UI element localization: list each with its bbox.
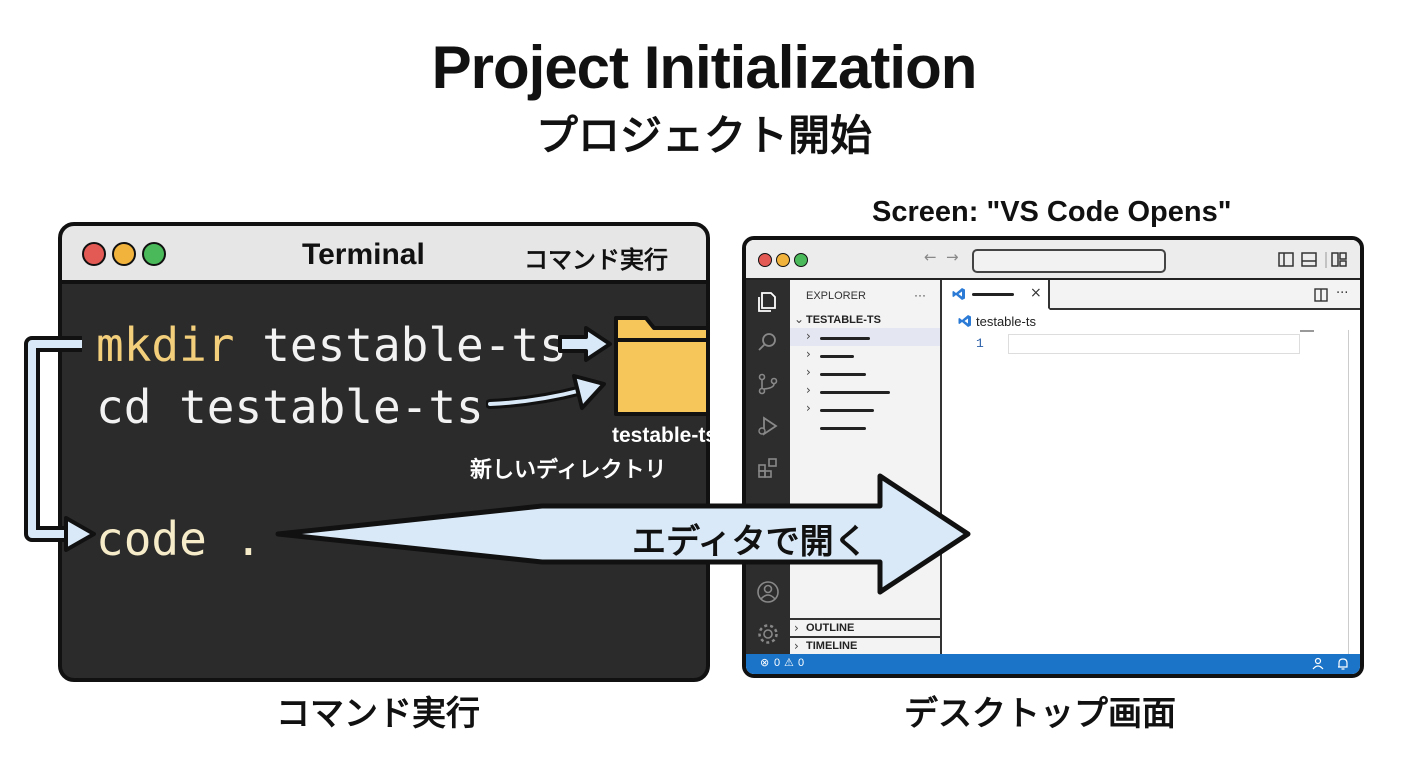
timeline-section[interactable]: TIMELINE: [806, 640, 858, 652]
vscode-window: ← →: [742, 236, 1364, 678]
command-keyword: code: [96, 512, 207, 566]
folder-description: 新しいディレクトリ: [470, 458, 667, 483]
activity-bar: [746, 280, 790, 654]
command-argument: testable-ts: [179, 380, 484, 434]
split-editor-icon[interactable]: [1314, 288, 1328, 302]
page-title: Project Initialization: [431, 34, 978, 101]
explorer-sidebar: EXPLORER ··· ⌄ TESTABLE-TS › › › › › › O…: [790, 280, 942, 654]
loop-arrow-icon: [24, 336, 96, 552]
chevron-right-icon[interactable]: ›: [806, 329, 811, 343]
accounts-share-icon[interactable]: [1312, 657, 1326, 671]
vscode-titlebar: ← →: [746, 240, 1360, 280]
explorer-files-icon[interactable]: [756, 290, 780, 314]
line-number: 1: [976, 336, 984, 351]
terminal-title-jp: コマンド実行: [524, 246, 668, 274]
outline-section[interactable]: OUTLINE: [806, 622, 855, 634]
terminal-caption: コマンド実行: [276, 694, 480, 734]
terminal-title: Terminal: [302, 238, 425, 271]
chevron-right-icon[interactable]: ›: [806, 383, 811, 397]
close-dot-icon[interactable]: [758, 253, 772, 267]
tree-item[interactable]: [820, 373, 866, 376]
minimap-line: [1300, 330, 1314, 332]
command-keyword: mkdir: [96, 318, 235, 372]
explorer-more-icon[interactable]: ···: [914, 288, 926, 302]
folder-label: testable-ts: [612, 424, 718, 447]
editor-tab[interactable]: ×: [942, 280, 1050, 310]
maximize-dot-icon[interactable]: [142, 242, 166, 266]
error-icon[interactable]: ⊗: [760, 656, 770, 669]
more-actions-icon[interactable]: ···: [1336, 286, 1349, 301]
open-editor-arrow-icon: [275, 473, 971, 595]
minimize-dot-icon[interactable]: [776, 253, 790, 267]
extensions-icon[interactable]: [756, 456, 780, 480]
close-dot-icon[interactable]: [82, 242, 106, 266]
bell-icon[interactable]: [1336, 657, 1350, 671]
explorer-label: EXPLORER: [806, 290, 866, 302]
forward-arrow-icon[interactable]: →: [946, 248, 959, 266]
scrollbar[interactable]: [1348, 330, 1360, 654]
current-line-highlight[interactable]: [1008, 334, 1300, 354]
folder-icon: [614, 316, 710, 416]
vscode-logo-icon: [952, 288, 965, 300]
command-line-code: code .: [96, 516, 262, 562]
chevron-right-icon[interactable]: ›: [806, 401, 811, 415]
close-icon[interactable]: ×: [1030, 285, 1042, 301]
breadcrumb[interactable]: testable-ts: [976, 314, 1036, 329]
command-argument: testable-ts: [262, 318, 567, 372]
layout-controls-icon[interactable]: [1278, 252, 1358, 268]
chevron-right-icon[interactable]: ›: [794, 621, 799, 635]
vscode-logo-icon: [958, 315, 971, 327]
command-argument: .: [234, 512, 263, 566]
back-arrow-icon[interactable]: ←: [924, 248, 937, 266]
warning-count[interactable]: 0: [798, 657, 805, 669]
arrow-label: エディタで開く: [632, 522, 868, 562]
tab-bar: × ···: [942, 280, 1360, 310]
divider: [790, 618, 940, 620]
command-line-mkdir: mkdir testable-ts: [96, 322, 567, 368]
maximize-dot-icon[interactable]: [794, 253, 808, 267]
page-subtitle: プロジェクト開始: [535, 111, 872, 160]
curved-arrow-icon: [486, 374, 606, 410]
terminal-window: Terminal コマンド実行 mkdir testable-ts cd tes…: [58, 222, 710, 682]
divider: [790, 636, 940, 638]
tree-item[interactable]: [820, 355, 854, 358]
account-icon[interactable]: [756, 580, 780, 604]
tree-item[interactable]: [820, 337, 870, 340]
run-debug-icon[interactable]: [756, 414, 780, 438]
screen-caption: Screen: "VS Code Opens": [872, 196, 1232, 228]
tab-title-placeholder: [972, 293, 1014, 296]
chevron-right-icon[interactable]: ›: [806, 365, 811, 379]
editor-area: × ··· testable-ts 1: [942, 280, 1360, 654]
chevron-right-icon[interactable]: ›: [806, 347, 811, 361]
status-bar: ⊗ 0 ⚠ 0: [746, 654, 1360, 674]
command-center-search[interactable]: [972, 249, 1166, 273]
tree-item[interactable]: [820, 391, 890, 394]
command-line-cd: cd testable-ts: [96, 384, 484, 430]
desktop-caption: デスクトップ画面: [904, 694, 1176, 734]
search-icon[interactable]: [756, 330, 780, 354]
warning-icon[interactable]: ⚠: [784, 656, 794, 669]
command-keyword: cd: [96, 380, 152, 434]
gear-icon[interactable]: [756, 622, 780, 646]
tree-item[interactable]: [820, 409, 874, 412]
error-count[interactable]: 0: [774, 657, 781, 669]
project-folder-name[interactable]: TESTABLE-TS: [806, 314, 881, 326]
source-control-icon[interactable]: [756, 372, 780, 396]
chevron-right-icon[interactable]: ›: [794, 639, 799, 653]
chevron-down-icon[interactable]: ⌄: [794, 312, 805, 326]
terminal-titlebar: Terminal コマンド実行: [62, 226, 706, 284]
tree-item[interactable]: [820, 427, 866, 430]
arrow-to-folder-icon: [558, 326, 612, 362]
minimize-dot-icon[interactable]: [112, 242, 136, 266]
